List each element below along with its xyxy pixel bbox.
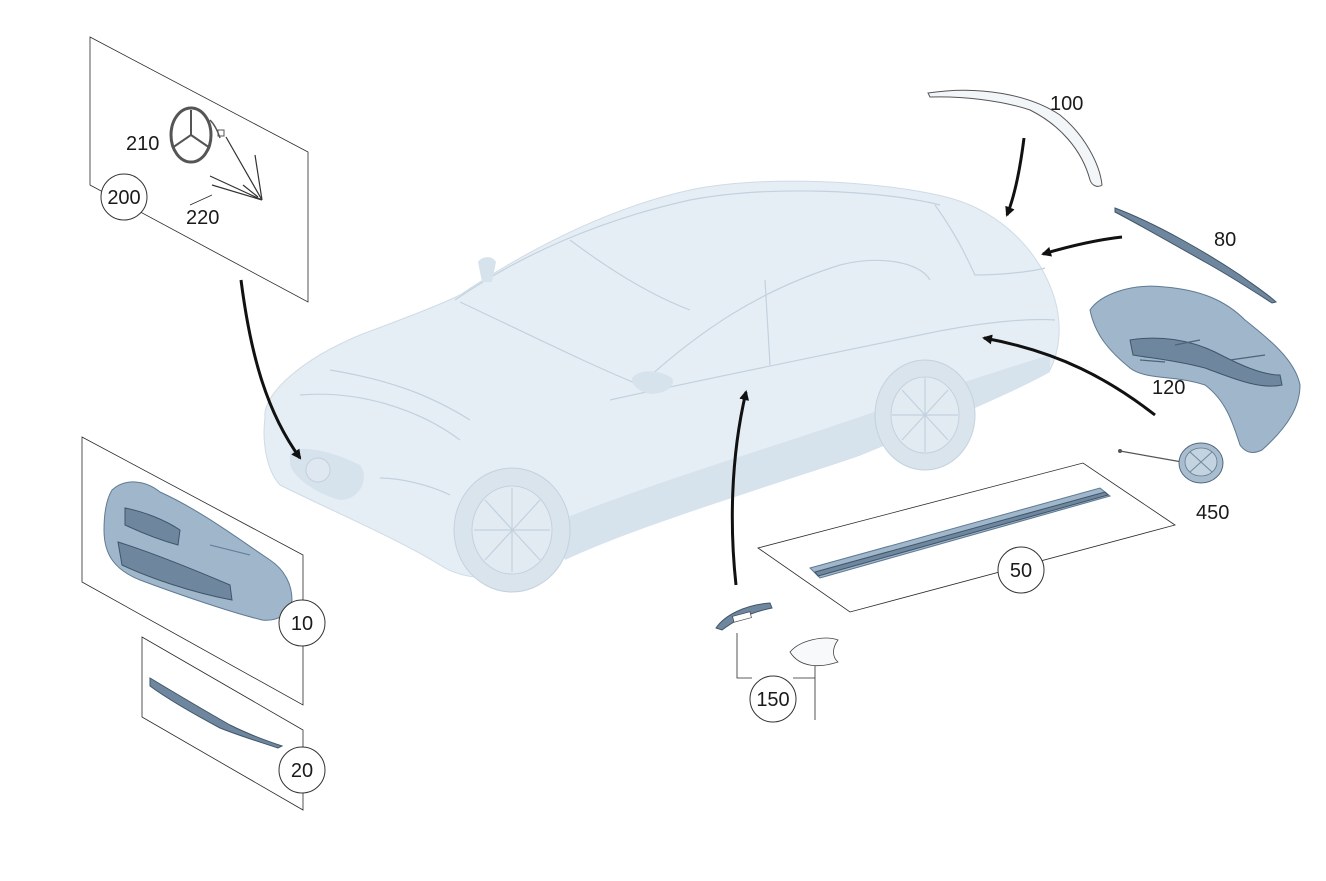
badge-cover-part xyxy=(789,637,839,667)
callout-20: 20 xyxy=(278,746,326,794)
callout-120-label: 120 xyxy=(1152,377,1185,399)
front-wheel xyxy=(453,467,571,593)
callout-450-label: 450 xyxy=(1196,502,1229,524)
front-trim-strip-part xyxy=(149,677,284,749)
callout-10: 10 xyxy=(278,599,326,647)
fuel-cap-part xyxy=(1118,442,1224,484)
callout-200-label: 200 xyxy=(107,187,140,209)
panel-20 xyxy=(141,636,304,811)
arrow-100-to-car xyxy=(1005,137,1026,217)
trunk-spoiler-part xyxy=(927,89,1103,187)
front-bumper-part xyxy=(103,481,293,621)
callout-150-label: 150 xyxy=(756,689,789,711)
callout-50: 50 xyxy=(997,546,1045,594)
arrow-80-to-car xyxy=(1041,235,1123,257)
rear-trim-strip-part xyxy=(1114,207,1277,304)
arrow-120-to-car xyxy=(982,334,1156,417)
callout-50-label: 50 xyxy=(1010,560,1032,582)
panel-10 xyxy=(81,436,304,706)
emblem-bracket-part xyxy=(209,136,263,201)
callout-210-label: 210 xyxy=(126,133,159,155)
arrow-200-to-car xyxy=(239,279,302,460)
panel-200 xyxy=(89,36,309,303)
fender-badge-part xyxy=(715,602,773,631)
assembly-arrows xyxy=(239,137,1156,586)
callout-20-label: 20 xyxy=(291,760,313,782)
star-emblem-part xyxy=(169,106,225,164)
callout-150: 150 xyxy=(749,675,797,723)
callout-80-label: 80 xyxy=(1214,229,1236,251)
callout-220-label: 220 xyxy=(186,207,219,229)
callout-200: 200 xyxy=(100,173,148,221)
rear-wheel xyxy=(874,359,976,471)
callout-10-label: 10 xyxy=(291,613,313,635)
arrow-150-to-car xyxy=(730,390,750,586)
rear-bumper-part xyxy=(1089,285,1301,453)
panel-50 xyxy=(757,462,1176,613)
callout-100-label: 100 xyxy=(1050,93,1083,115)
panel-150 xyxy=(715,602,839,720)
callouts: 200 210 220 100 80 120 450 50 10 20 150 xyxy=(100,93,1236,794)
car-illustration xyxy=(263,180,1060,593)
side-skirt-part xyxy=(809,487,1112,579)
